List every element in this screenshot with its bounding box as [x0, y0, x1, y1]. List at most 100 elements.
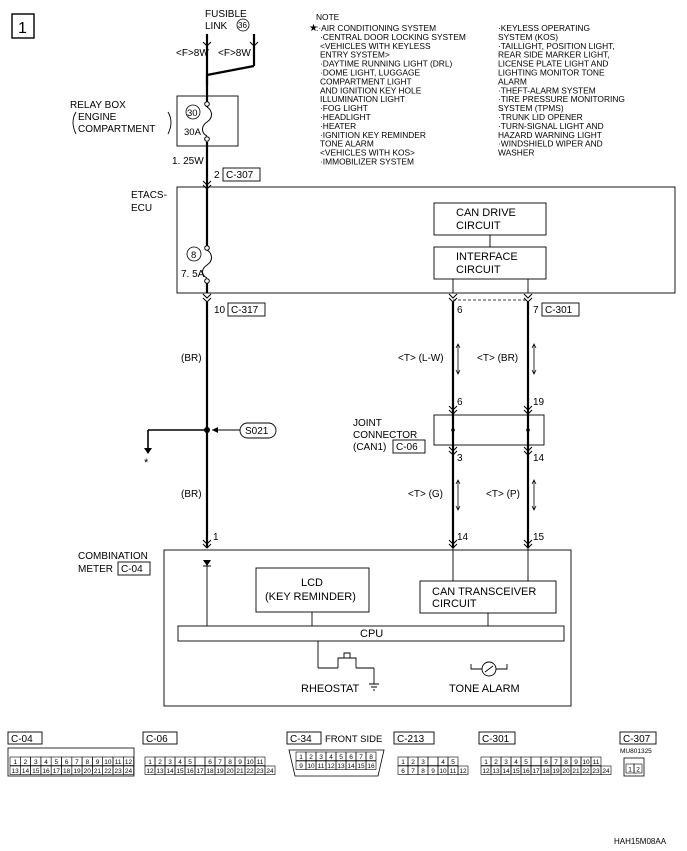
connector-pin-number: 4	[178, 759, 182, 766]
connector-pin-number: 8	[369, 754, 373, 761]
note-line: ·THEFT-ALARM SYSTEM	[498, 85, 596, 95]
meter-pin-15: 15	[533, 532, 545, 543]
connector-pin-number: 24	[125, 768, 133, 775]
connector-pin-number: 5	[55, 759, 59, 766]
note-line: ·HEADLIGHT	[320, 112, 371, 122]
connector-pin-number: 3	[34, 759, 38, 766]
joint-conn-label: C-06	[396, 442, 418, 453]
connector-pin-number: 17	[196, 768, 204, 775]
connector-chevron	[202, 41, 259, 47]
note-line: SYSTEM (TPMS)	[498, 103, 564, 113]
connector-pin-number: 10	[582, 759, 590, 766]
connector-pin-number: 16	[186, 768, 194, 775]
connector-pin-cell	[600, 765, 612, 775]
connector-outline	[7, 747, 135, 777]
wire-label-f8w-right: <F>8W	[218, 48, 251, 59]
connector-pin-number: 2	[158, 759, 162, 766]
connector-pin-number: 11	[318, 763, 325, 770]
note-line: ·FOG LIGHT	[320, 103, 368, 113]
note-line: ·HEATER	[320, 121, 356, 131]
connector-pin-cell	[590, 756, 602, 766]
connector-pin-number: 21	[94, 768, 102, 775]
connector-pin-number: 8	[85, 759, 89, 766]
page-number: 1	[18, 20, 27, 37]
connector-pin-number: 22	[246, 768, 254, 775]
note-line: REAR SIDE MARKER LIGHT,	[498, 50, 610, 60]
note-line: ·IGNITION KEY REMINDER	[320, 130, 426, 140]
joint-label: JOINT	[353, 418, 382, 429]
connector-pin-number: 23	[115, 768, 123, 775]
relay-fuse-circle	[185, 104, 201, 120]
relay-fuse-amp: 30A	[184, 127, 202, 138]
connector-pin-number: 2	[411, 759, 415, 766]
connector-pin-number: 5	[339, 754, 343, 761]
connector-pin-number: 20	[226, 768, 234, 775]
note-line: AND IGNITION KEY HOLE	[320, 85, 422, 95]
connector-pin-number: 6	[208, 759, 212, 766]
connector-pin-number: 18	[206, 768, 214, 775]
connector-pin-cell	[365, 751, 377, 761]
joint-pin-top-left: 6	[457, 397, 463, 408]
connector-name: C-34	[290, 734, 312, 745]
connector-name: C-307	[623, 734, 651, 745]
connector-pin-number: 7	[359, 754, 363, 761]
connector-pin-number: 19	[216, 768, 224, 775]
etacs-label: ETACS-	[131, 190, 167, 201]
connector-pin-number: 1	[484, 759, 488, 766]
wire-top-join	[206, 64, 255, 77]
connector-pin-number: 6	[401, 768, 405, 775]
c317-badge	[227, 302, 266, 317]
connector-pin-number: 2	[636, 767, 640, 774]
connector-pin-number: 18	[542, 768, 550, 775]
lcd-line1: LCD	[301, 577, 323, 589]
connector-pin-number: 7	[411, 768, 415, 775]
connector-outline	[288, 749, 385, 777]
relay-box-label-2: ENGINE	[78, 112, 117, 123]
c301-pin-7: 7	[533, 305, 539, 316]
wire-size-label: 1. 25W	[172, 156, 204, 167]
connector-pin-number: 8	[421, 768, 425, 775]
joint-pin-bot-right: 14	[533, 453, 545, 464]
connector-pin-number: 13	[156, 768, 164, 775]
etacs-fuse-amp: 7. 5A	[181, 269, 205, 280]
connector-badge	[286, 731, 322, 745]
joint-dot-left	[451, 428, 455, 432]
connector-pin-number: 12	[327, 763, 335, 770]
note-line: ·TIRE PRESSURE MONITORING	[498, 94, 625, 104]
fusible-link-label: FUSIBLE	[205, 9, 247, 20]
c307-badge	[222, 167, 261, 182]
connector-c307-chevron	[202, 180, 212, 190]
joint-label-3: (CAN1)	[353, 442, 386, 453]
page-number-box	[11, 13, 35, 39]
connector-pin-number: 9	[96, 759, 100, 766]
connector-badge	[393, 731, 435, 745]
c301-badge	[541, 302, 580, 317]
note-line: HAZARD WARNING LIGHT	[498, 130, 602, 140]
relay-box-paren-right	[167, 111, 172, 135]
connector-pin-number: 12	[482, 768, 490, 775]
note-line: ·TAILLIGHT, POSITION LIGHT,	[498, 41, 615, 51]
connector-pin-number: 22	[104, 768, 112, 775]
c317-label: C-317	[231, 305, 259, 316]
fusible-link-number: 36	[238, 21, 247, 30]
connector-pin-number: 3	[168, 759, 172, 766]
connector-pin-number: 7	[554, 759, 558, 766]
interface-line1: INTERFACE	[456, 251, 518, 263]
note-column-1: :·AIR CONDITIONING SYSTEM·CENTRAL DOOR L…	[316, 23, 466, 167]
connector-name: C-06	[146, 734, 168, 745]
interface-line2: CIRCUIT	[456, 264, 501, 276]
note-line: SYSTEM (KOS)	[498, 32, 558, 42]
meter-conn-badge	[117, 561, 151, 576]
connector-pin-number: 18	[63, 768, 71, 775]
connector-pin-number: 16	[42, 768, 50, 775]
note-line: <VEHICLES WITH KOS>	[320, 148, 415, 158]
connector-pin-number: 9	[574, 759, 578, 766]
connector-pin-number: 24	[602, 768, 610, 775]
note-line: ENTRY SYSTEM>	[320, 50, 390, 60]
splice-label: S021	[245, 426, 269, 437]
connector-pin-number: 3	[504, 759, 508, 766]
splice-branch-arrow	[144, 448, 152, 454]
connector-c317-chevron	[202, 293, 212, 303]
connector-pin-number: 14	[347, 763, 355, 770]
